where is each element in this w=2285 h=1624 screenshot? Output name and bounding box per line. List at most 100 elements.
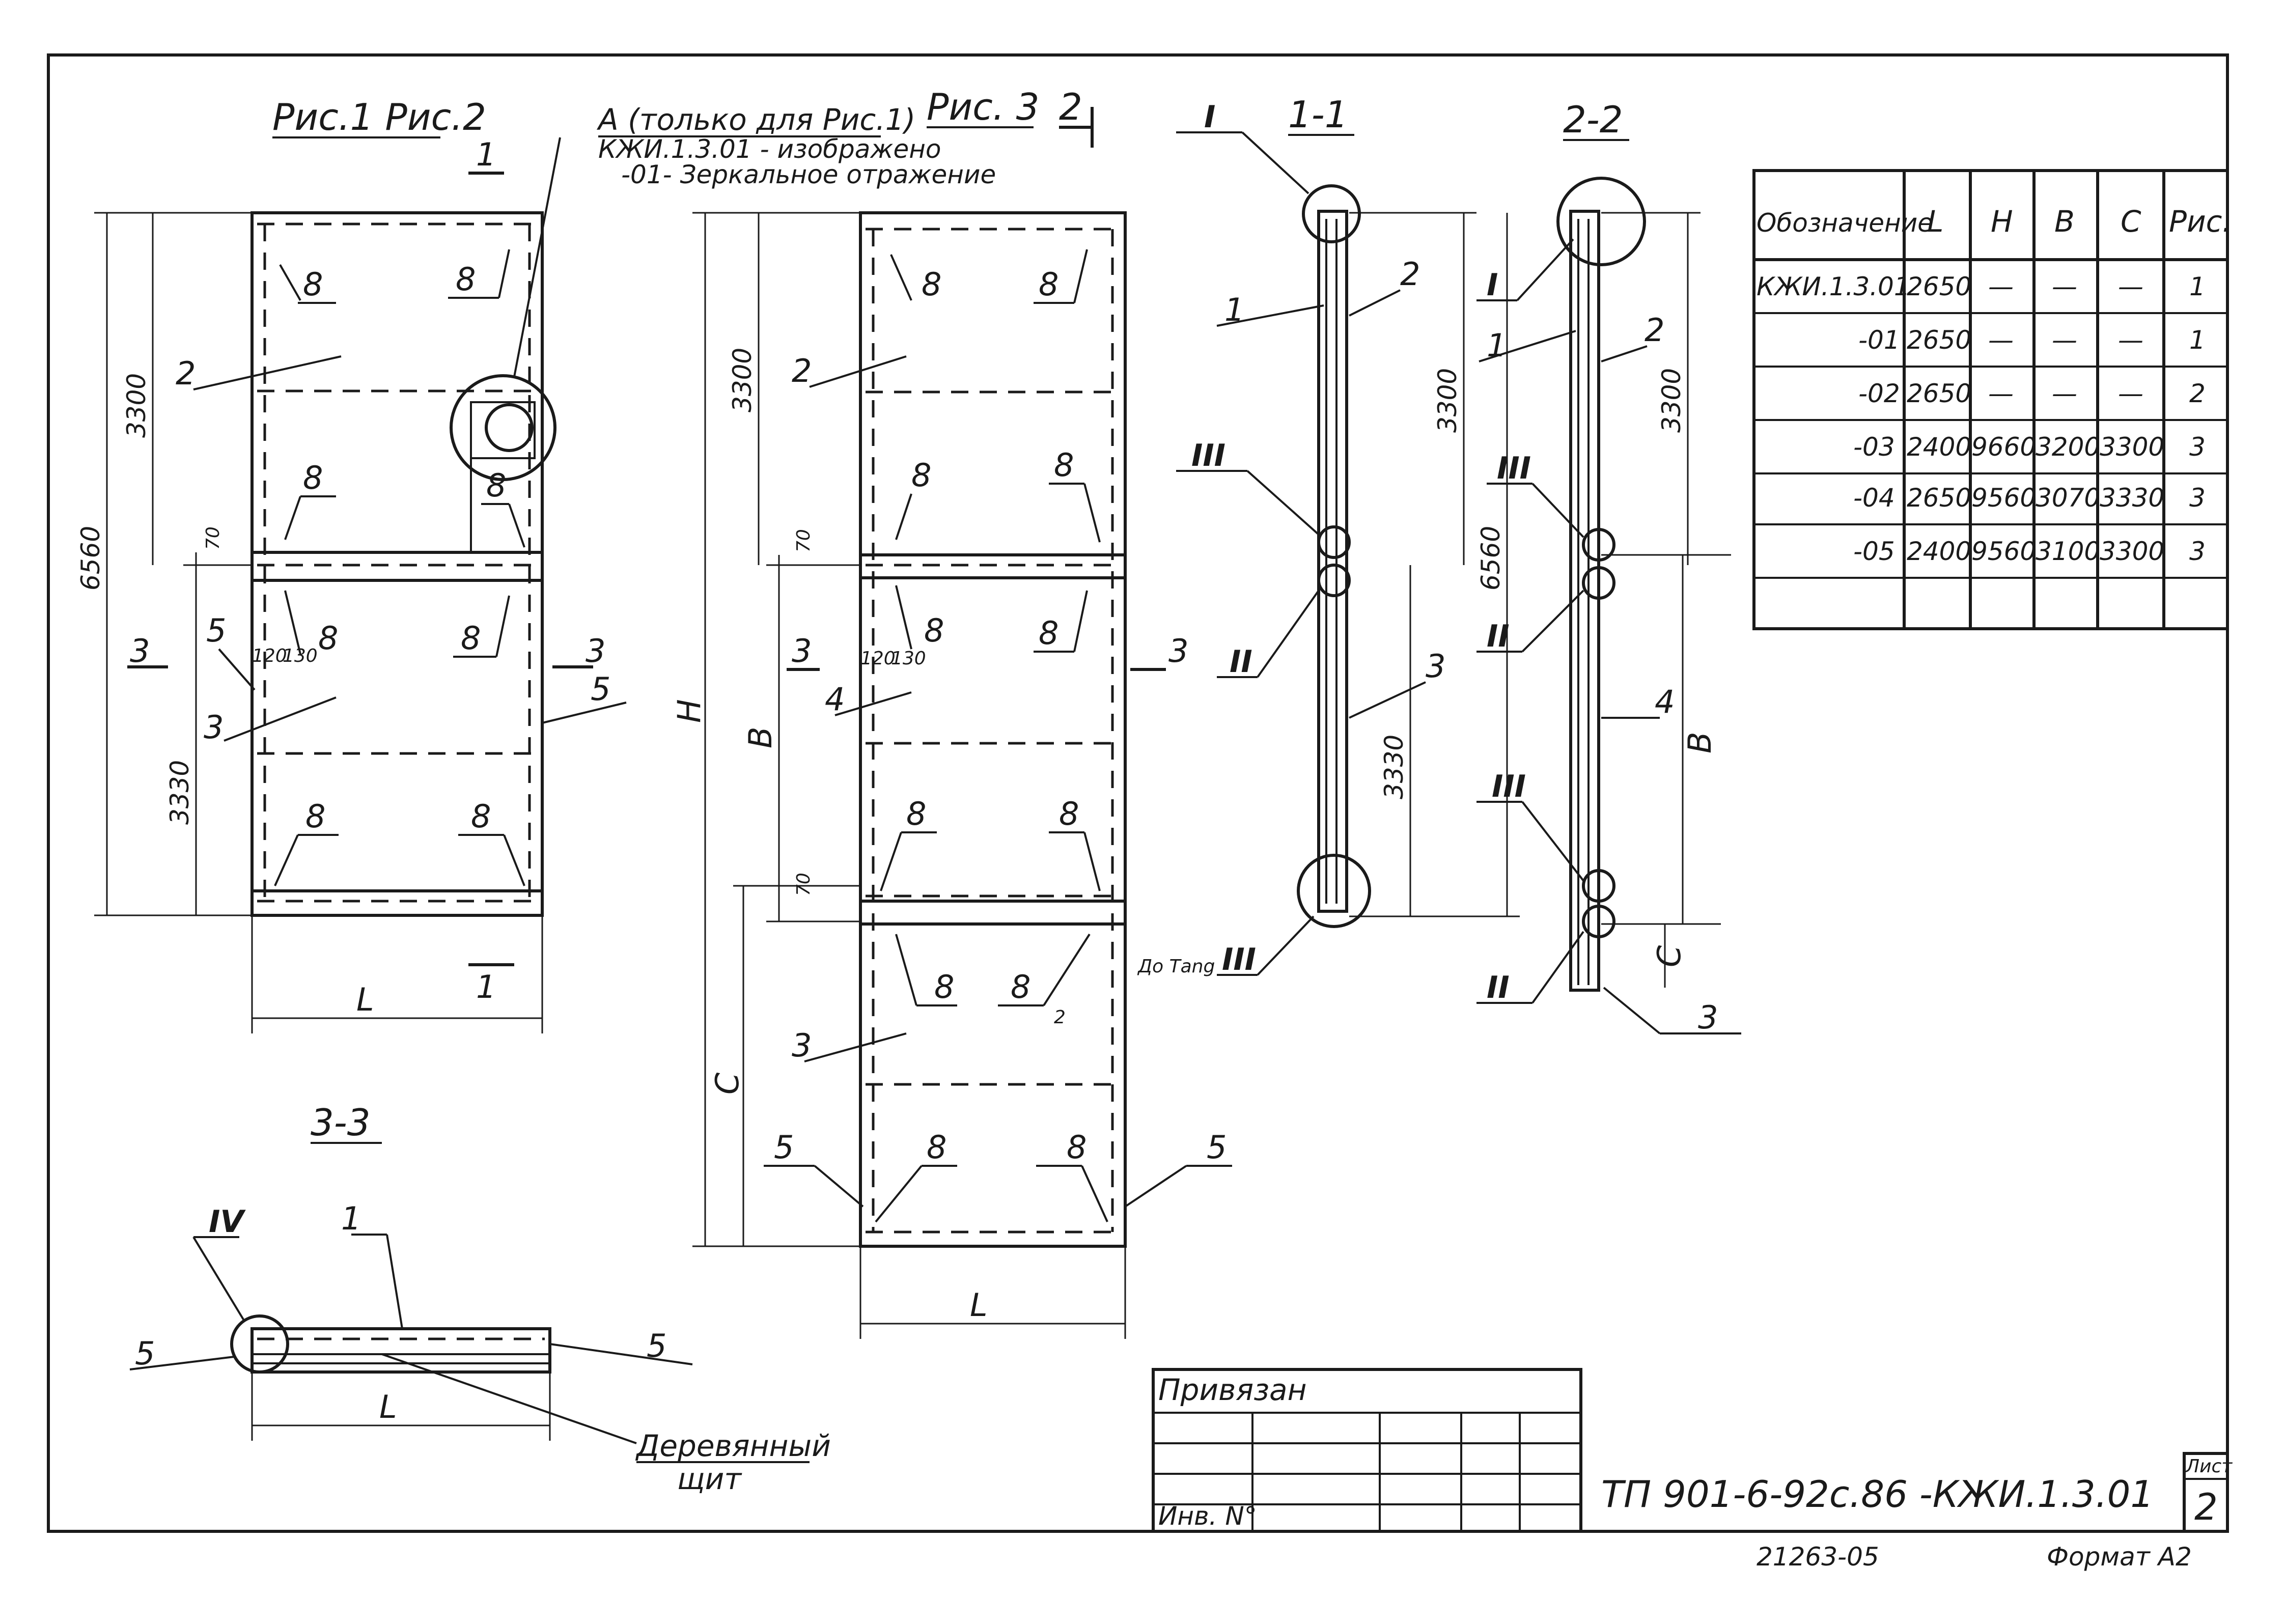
svg-text:3: 3 [586,632,605,669]
svg-text:70: 70 [203,526,224,550]
stamp-code: ТП 901-6-92с.86 -КЖИ.1.3.01 [1601,1473,2154,1516]
table-row: -01 2650 — — — 1 [1858,325,2206,355]
svg-text:9560: 9560 [1971,483,2036,513]
svg-text:70: 70 [793,873,814,896]
svg-text:-03: -03 [1853,432,1895,462]
title-stamp: Привязан Инв. N° ТП 901-6-92с.86 -КЖИ.1.… [1152,1368,2233,1572]
svg-text:3330: 3330 [1379,735,1409,799]
svg-text:3300: 3300 [1657,368,1686,433]
th-fig: Рис. [2169,204,2232,239]
svg-text:8: 8 [1011,968,1030,1005]
spec-table: Обозначение L H B C Рис. КЖИ.1.3.01 2650… [1752,169,2232,630]
svg-text:—: — [2052,272,2077,301]
svg-text:4: 4 [825,681,845,718]
fig3-title: Рис. 3 [927,86,1039,128]
table-row: -03 2400 9660 3200 3300 3 [1853,432,2206,462]
svg-text:3: 3 [1698,999,1718,1036]
fig12-dim-6560: 6560 [76,526,105,591]
svg-text:3: 3 [1426,648,1445,685]
svg-text:3: 3 [2189,432,2206,462]
svg-text:3100: 3100 [2036,537,2100,566]
svg-text:3300: 3300 [2100,432,2164,462]
table-row: КЖИ.1.3.01 2650 — — — 1 [1757,272,2206,301]
svg-text:—: — [2052,325,2077,355]
svg-text:-05: -05 [1853,537,1895,566]
table-row: -04 2650 9560 3070 3330 3 [1853,483,2206,513]
fig3-dim-C: C [709,1072,746,1095]
svg-text:2: 2 [176,355,196,392]
svg-text:1-1: 1-1 [1288,93,1348,136]
svg-text:8: 8 [911,457,931,494]
svg-text:3: 3 [1168,632,1188,669]
svg-text:-04: -04 [1853,483,1895,513]
svg-text:5: 5 [206,612,226,649]
svg-text:—: — [2118,379,2143,408]
svg-text:130: 130 [891,648,926,669]
svg-text:8: 8 [305,798,325,835]
svg-text:6560: 6560 [1476,526,1506,591]
svg-text:Деревянный: Деревянный [635,1429,831,1463]
svg-text:3300: 3300 [2100,537,2164,566]
svg-text:8: 8 [1039,614,1058,652]
svg-text:3: 3 [204,709,224,746]
svg-text:3-3: 3-3 [311,1101,371,1144]
svg-text:—: — [1988,272,2014,301]
svg-text:4: 4 [1655,683,1675,720]
svg-text:9560: 9560 [1971,537,2036,566]
svg-text:8: 8 [927,1129,946,1166]
svg-text:КЖИ.1.3.01 - изображено: КЖИ.1.3.01 - изображено [598,134,941,164]
svg-text:1: 1 [2189,272,2206,301]
svg-text:-02: -02 [1858,379,1900,408]
svg-text:120: 120 [860,648,896,669]
svg-text:—: — [2118,325,2143,355]
svg-text:8: 8 [924,612,944,649]
svg-text:1: 1 [2189,325,2206,355]
table-row: -02 2650 — — — 2 [1858,379,2206,408]
svg-text:8: 8 [303,459,323,496]
svg-text:3: 3 [792,1027,812,1064]
th-designation: Обозначение [1757,208,1933,238]
svg-text:2: 2 [2189,379,2206,408]
svg-text:II: II [1487,619,1510,654]
section-2-2: 2-2 I 1 2 III II 4 III II 3 33 [1476,98,1741,1036]
svg-text:До Тang: До Тang [1137,956,1215,977]
table-row: -05 2400 9560 3100 3300 3 [1853,537,2206,566]
stamp-format: Формат А2 [2047,1542,2192,1572]
svg-text:А (только для Рис.1): А (только для Рис.1) [596,102,915,137]
svg-text:1: 1 [476,968,496,1005]
svg-text:3300: 3300 [1433,368,1462,433]
svg-text:2400: 2400 [1907,537,1971,566]
fig3-dim-H: H [671,699,708,723]
svg-text:3: 3 [792,632,812,669]
svg-text:2-2: 2-2 [1563,98,1623,141]
svg-text:130: 130 [283,646,318,666]
th-l: L [1927,204,1943,239]
svg-text:8: 8 [461,620,481,657]
svg-text:8: 8 [471,798,491,835]
stamp-footer-num: 21263-05 [1757,1542,1879,1572]
svg-text:8: 8 [906,795,926,832]
fig12-dim-L: L [356,981,374,1018]
svg-text:5: 5 [1207,1129,1227,1166]
fig3-dim-B: B [742,726,779,748]
svg-text:3: 3 [2189,483,2206,513]
svg-text:70: 70 [793,529,814,552]
svg-text:2650: 2650 [1907,379,1971,408]
svg-text:3070: 3070 [2036,483,2100,513]
svg-text:120: 120 [252,646,287,666]
svg-text:8: 8 [1067,1129,1086,1166]
svg-text:3300: 3300 [728,348,757,412]
svg-text:2: 2 [792,352,812,389]
fig3-view: Рис. 3 2 8 8 8 8 8 8 8 8 [671,86,1232,1339]
fig12-view: Рис.1 Рис.2 8 8 8 8 8 8 8 [76,96,627,1033]
sec22-dim-C: C [1651,945,1688,967]
svg-text:3330: 3330 [165,760,194,825]
section-1-1: 1-1 I 1 2 3 III II III До Тang 3300 6560 [1137,93,1520,977]
svg-text:2: 2 [1059,86,1082,128]
svg-text:3330: 3330 [2100,483,2164,513]
svg-text:1: 1 [476,136,496,173]
th-b: B [2054,204,2075,239]
svg-text:3300: 3300 [122,373,151,438]
svg-text:8: 8 [318,620,338,657]
